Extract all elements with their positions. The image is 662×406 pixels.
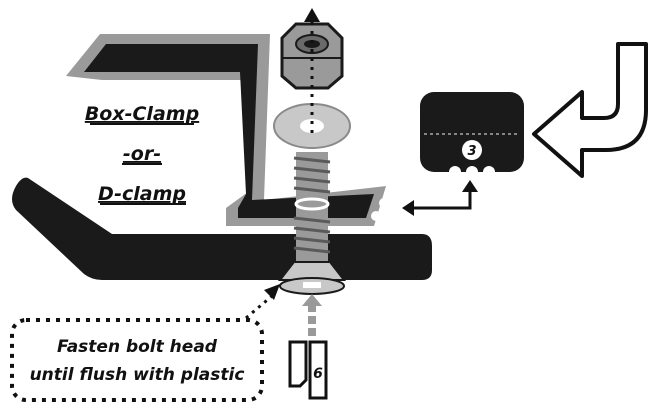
callout-line1: Fasten bolt head bbox=[57, 337, 218, 357]
clamp-hole bbox=[387, 185, 397, 195]
arrow-head-up-icon bbox=[462, 180, 478, 192]
clamp-hole bbox=[379, 198, 389, 208]
hex-key-icon: 6 bbox=[288, 294, 328, 400]
part-number: 3 bbox=[467, 144, 476, 159]
part-hole bbox=[483, 166, 495, 178]
part-number-badge bbox=[462, 140, 482, 160]
box-clamp bbox=[66, 34, 397, 226]
fit-arrow bbox=[402, 180, 478, 216]
bolt bbox=[277, 152, 347, 295]
clamp-label-line2: -or- bbox=[123, 143, 161, 165]
callout: Fasten bolt head until flush with plasti… bbox=[10, 284, 280, 402]
assembly-axis bbox=[304, 8, 320, 136]
curved-arrow-icon bbox=[532, 42, 648, 178]
clamp-washer bbox=[294, 197, 330, 211]
clamp-label: Box-Clamp -or- D-clamp bbox=[85, 103, 199, 205]
clamp-label-line1: Box-Clamp bbox=[85, 103, 199, 125]
clamp-hole bbox=[371, 211, 381, 221]
callout-line2: until flush with plastic bbox=[30, 365, 245, 385]
arrow-head-left-icon bbox=[402, 200, 414, 216]
callout-arrow-icon bbox=[264, 284, 280, 300]
part-3-block: 3 bbox=[420, 92, 524, 178]
up-arrow-icon bbox=[304, 8, 320, 22]
part-hole bbox=[449, 166, 461, 178]
part-hole bbox=[466, 166, 478, 178]
clamp-label-line3: D-clamp bbox=[98, 183, 186, 205]
callout-leader bbox=[245, 294, 273, 320]
washer bbox=[273, 103, 351, 149]
tool-number: 6 bbox=[313, 366, 323, 382]
